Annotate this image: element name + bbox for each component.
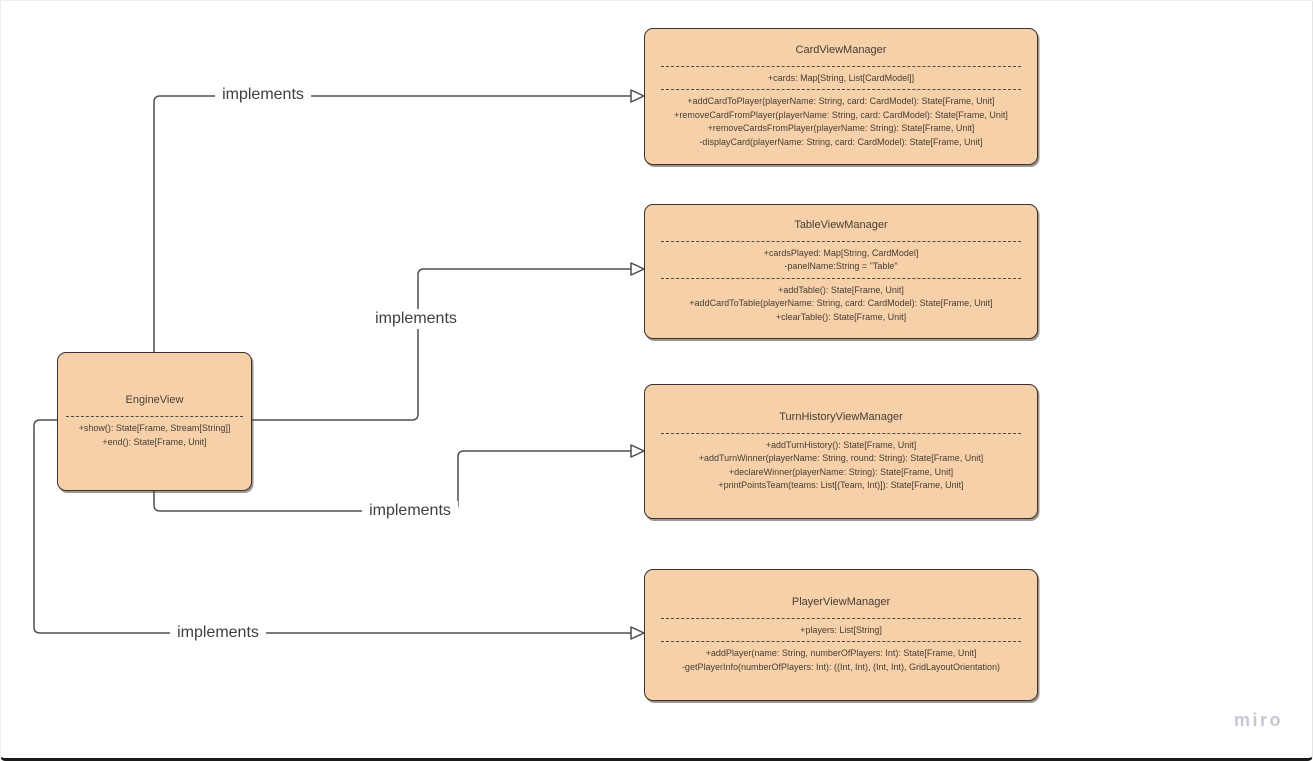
connector-engine-to-tableviewmanager[interactable] [252,262,645,421]
class-attribute: +players: List[String] [800,624,882,635]
class-box-player-view-manager[interactable]: PlayerViewManager +players: List[String]… [644,569,1038,701]
section-divider [660,432,1022,434]
realization-arrowhead-icon [630,626,645,640]
class-method: +printPointsTeam(teams: List[(Team, Int)… [718,480,964,490]
class-attribute: -panelName:String = "Table" [784,261,898,272]
connector-line[interactable] [33,419,631,634]
class-method: +addTable(): State[Frame, Unit] [778,284,904,295]
connector-label-implements[interactable]: implements [215,85,311,105]
connector-label-implements[interactable]: implements [170,623,266,643]
realization-arrowhead-icon [630,444,645,458]
class-method: +addCardToTable(playerName: String, card… [689,298,993,309]
section-divider [65,416,244,417]
class-method: +removeCardFromPlayer(playerName: String… [674,109,1008,120]
class-box-card-view-manager[interactable]: CardViewManager +cards: Map[String, List… [644,28,1038,165]
class-method: +show(): State[Frame, Stream[String]] [78,423,231,433]
class-method: -getPlayerInfo(numberOfPlayers: Int): ((… [681,661,1001,672]
connector-label-implements[interactable]: implements [368,309,464,329]
class-box-turn-history-view-manager[interactable]: TurnHistoryViewManager +addTurnHistory()… [644,384,1038,519]
realization-arrowhead-icon [630,89,645,103]
section-divider [660,641,1022,643]
connector-line[interactable] [252,268,631,421]
class-title: TurnHistoryViewManager [779,410,903,423]
class-method: +declareWinner(playerName: String): Stat… [728,466,954,477]
section-divider [660,240,1022,242]
class-attribute: +cards: Map[String, List[CardModel]] [767,72,915,83]
class-method: +addTurnWinner(playerName: String, round… [698,453,984,463]
connector-line[interactable] [153,95,631,352]
section-divider [660,65,1022,67]
class-title: EngineView [125,394,184,406]
class-method: +addTurnHistory(): State[Frame, Unit] [765,439,917,450]
class-method: -displayCard(playerName: String, card: C… [699,136,983,147]
connector-engine-to-playerviewmanager[interactable] [33,419,645,640]
section-divider [660,617,1022,619]
class-title: PlayerViewManager [791,595,891,608]
section-divider [660,89,1022,91]
class-method: +addCardToPlayer(playerName: String, car… [687,96,995,107]
class-method: +end(): State[Frame, Unit] [102,436,207,447]
class-title: CardViewManager [795,43,887,56]
miro-watermark-logo: miro [1233,710,1283,730]
class-method: +removeCardsFromPlayer(playerName: Strin… [707,123,975,134]
class-title: TableViewManager [794,218,888,231]
class-attribute: +cardsPlayed: Map[String, CardModel] [763,247,919,258]
class-method: +addPlayer(name: String, numberOfPlayers… [705,648,977,659]
connector-label-implements[interactable]: implements [362,501,458,521]
section-divider [660,277,1022,279]
class-box-table-view-manager[interactable]: TableViewManager +cardsPlayed: Map[Strin… [644,204,1038,339]
class-method: +clearTable(): State[Frame, Unit] [775,311,907,322]
connector-engine-to-cardviewmanager[interactable] [153,89,645,352]
realization-arrowhead-icon [630,262,645,276]
class-box-engine-view[interactable]: EngineView +show(): State[Frame, Stream[… [57,352,252,491]
